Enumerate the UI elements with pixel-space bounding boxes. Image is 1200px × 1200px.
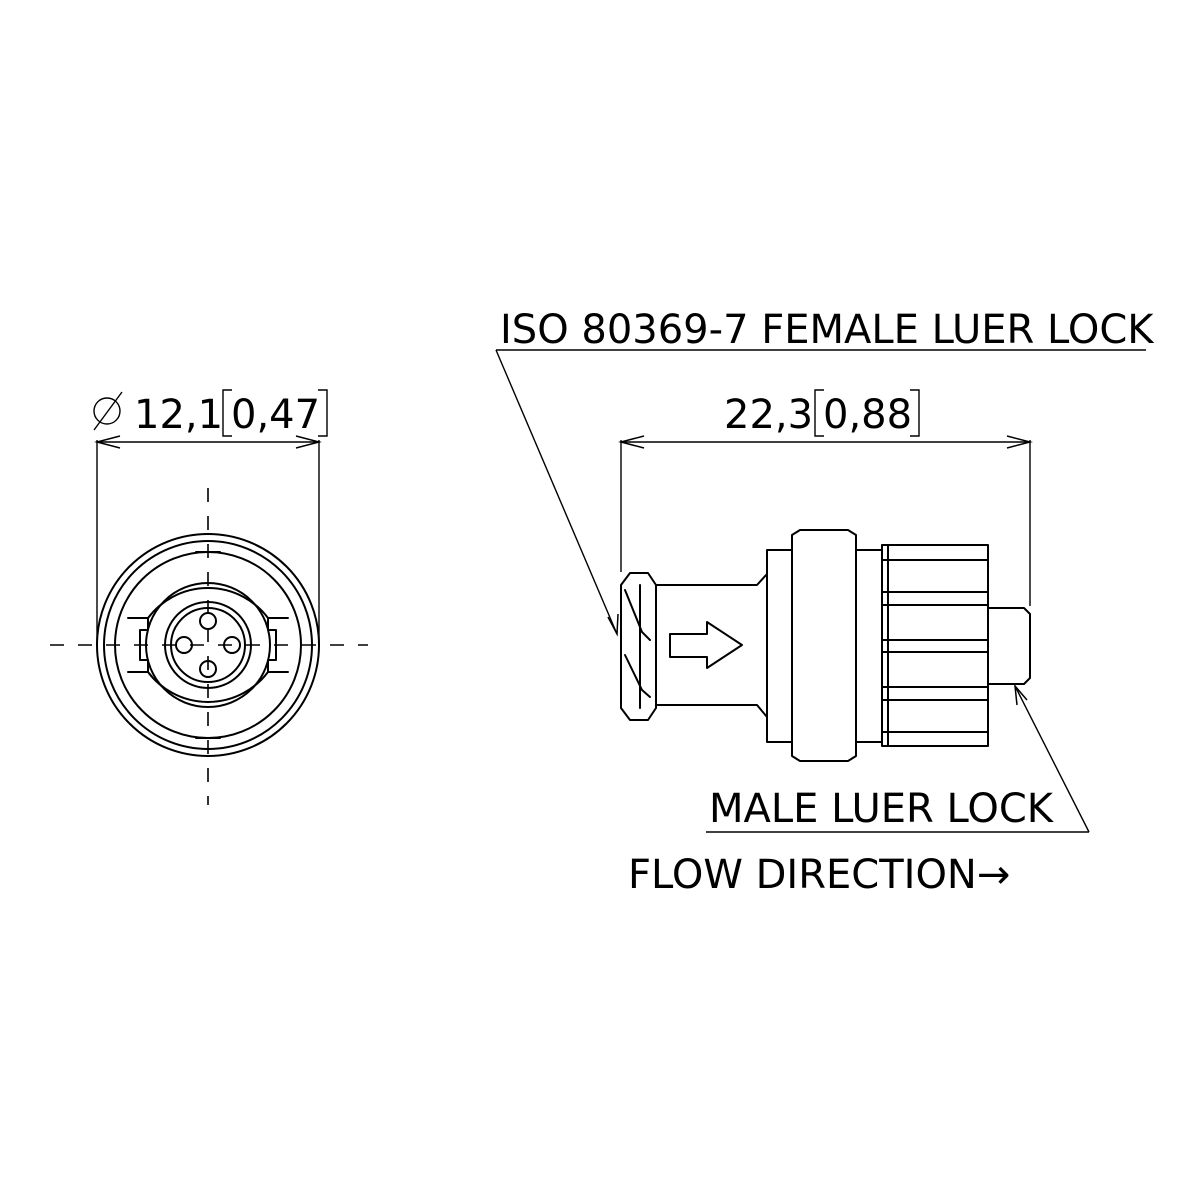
side-body-flange — [766, 549, 793, 743]
flow-direction-arrow-icon — [669, 621, 743, 669]
female-luer-thread — [624, 584, 651, 709]
male-callout-leader — [1014, 685, 1090, 833]
male-luer-callout-label: MALE LUER LOCK — [709, 786, 1055, 832]
front-port-bottom — [199, 660, 217, 678]
front-outer-circle-inner — [103, 540, 313, 750]
front-view: 12,1 0,47 — [50, 389, 368, 805]
front-lug-ring — [127, 587, 289, 703]
front-dimension-value: 12,1 — [134, 392, 223, 438]
female-callout-arrow — [607, 613, 619, 637]
flow-direction-label: FLOW DIRECTION→ — [628, 852, 1010, 898]
front-inner-ring — [145, 582, 271, 708]
side-knurled-nut — [855, 544, 989, 747]
side-dimension-value: 22,3 — [724, 392, 813, 438]
side-collar — [791, 529, 857, 762]
front-tab-marks — [195, 551, 221, 739]
female-luer-head — [620, 572, 657, 721]
female-callout-leader — [495, 349, 618, 635]
front-bore-outer — [164, 601, 252, 689]
side-view: 22,3 0,88 ISO 80369-7 FEMALE LUER LOCK M… — [495, 307, 1155, 898]
side-dim-bracket — [814, 389, 920, 437]
male-luer-tip — [987, 607, 1031, 685]
front-bore-inner — [170, 607, 246, 683]
side-dim-arrow-left — [618, 435, 645, 449]
male-callout-arrow — [1014, 683, 1028, 706]
diameter-symbol-icon — [93, 391, 123, 431]
front-port-top — [199, 612, 217, 630]
side-dim-arrow-right — [1006, 435, 1033, 449]
side-body-tube — [655, 573, 768, 718]
front-dim-bracket — [222, 389, 328, 437]
front-port-right — [223, 636, 241, 654]
side-dimension-alt: 0,88 — [823, 392, 912, 438]
front-dim-arrow-right — [295, 435, 322, 449]
front-dim-arrow-left — [94, 435, 121, 449]
front-dimension-alt: 0,47 — [231, 392, 320, 438]
front-port-left — [175, 636, 193, 654]
female-luer-callout-label: ISO 80369-7 FEMALE LUER LOCK — [500, 307, 1155, 353]
